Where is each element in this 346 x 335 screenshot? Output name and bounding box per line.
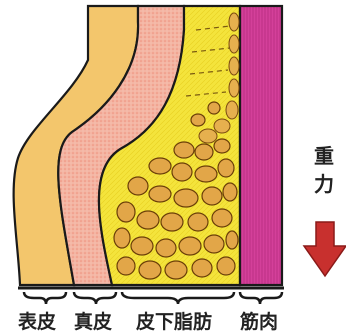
layer-brackets [24,292,282,304]
label-epidermis: 表皮 [18,307,56,334]
gravity-label-char1: 重 [314,140,334,169]
down-arrow-icon [304,222,346,276]
gravity-label-char2: 力 [314,168,334,197]
label-dermis: 真皮 [74,307,112,334]
muscle-layer [240,6,282,285]
label-muscle: 筋肉 [240,307,278,334]
label-subcutaneous-fat: 皮下脂肪 [136,307,212,334]
